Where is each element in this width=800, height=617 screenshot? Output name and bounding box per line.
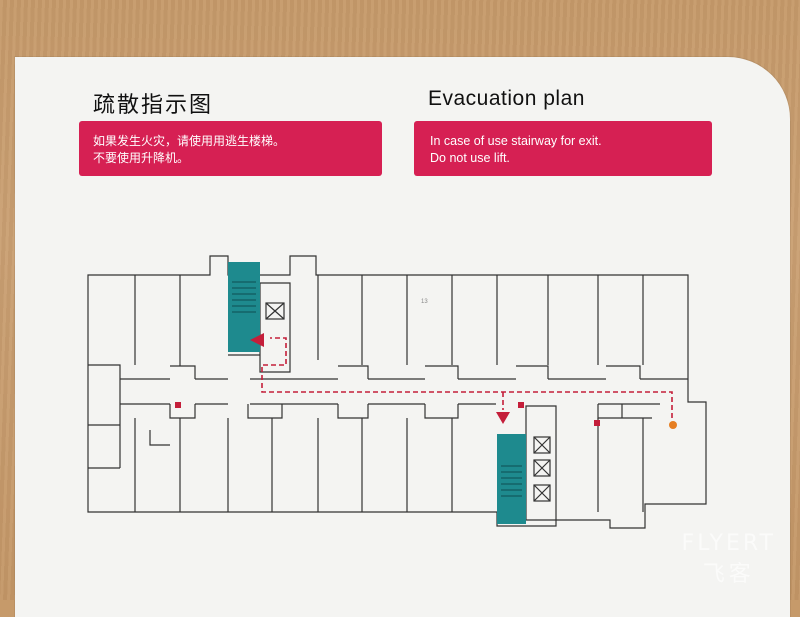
watermark: FLYERT 飞客	[682, 531, 776, 588]
you-are-here-marker	[669, 421, 677, 429]
evacuation-route	[261, 337, 673, 418]
south-room-partitions	[134, 418, 644, 512]
instruction-line: In case of use stairway for exit.	[430, 134, 602, 148]
instruction-line: 如果发生火灾，请使用用逃生楼梯。	[93, 134, 286, 148]
west-wing	[88, 364, 170, 469]
title-chinese: 疏散指示图	[93, 93, 214, 118]
lift-shaft-icon	[533, 436, 551, 454]
lift-shaft-icon	[533, 459, 551, 477]
fire-alarm-marker	[518, 402, 524, 408]
north-room-partitions	[134, 275, 644, 366]
lift-lobby-south	[525, 405, 557, 521]
exit-arrow	[250, 333, 264, 347]
floor-plan: 13	[87, 255, 707, 529]
south-bathrooms	[169, 404, 652, 419]
lift-shaft-icon	[265, 302, 285, 320]
instruction-line: 不要使用升降机。	[93, 151, 190, 165]
lift-shaft-icon	[533, 484, 551, 502]
fire-alarm-marker	[594, 420, 600, 426]
watermark-brand: FLYERT	[681, 531, 776, 556]
title-english: Evacuation plan	[428, 87, 585, 110]
watermark-brand-cn: 飞客	[702, 562, 755, 587]
fire-alarm-marker	[175, 402, 181, 408]
stairwell-south	[497, 434, 526, 524]
stairwell-north	[228, 262, 260, 352]
room-number: 13	[421, 299, 428, 305]
instruction-banner-chinese: 如果发生火灾，请使用用逃生楼梯。 不要使用升降机。	[79, 121, 382, 176]
instruction-banner-english: In case of use stairway for exit. Do not…	[414, 121, 712, 176]
exit-arrow	[496, 412, 510, 424]
instruction-line: Do not use lift.	[430, 151, 510, 165]
north-bathrooms	[170, 365, 641, 379]
